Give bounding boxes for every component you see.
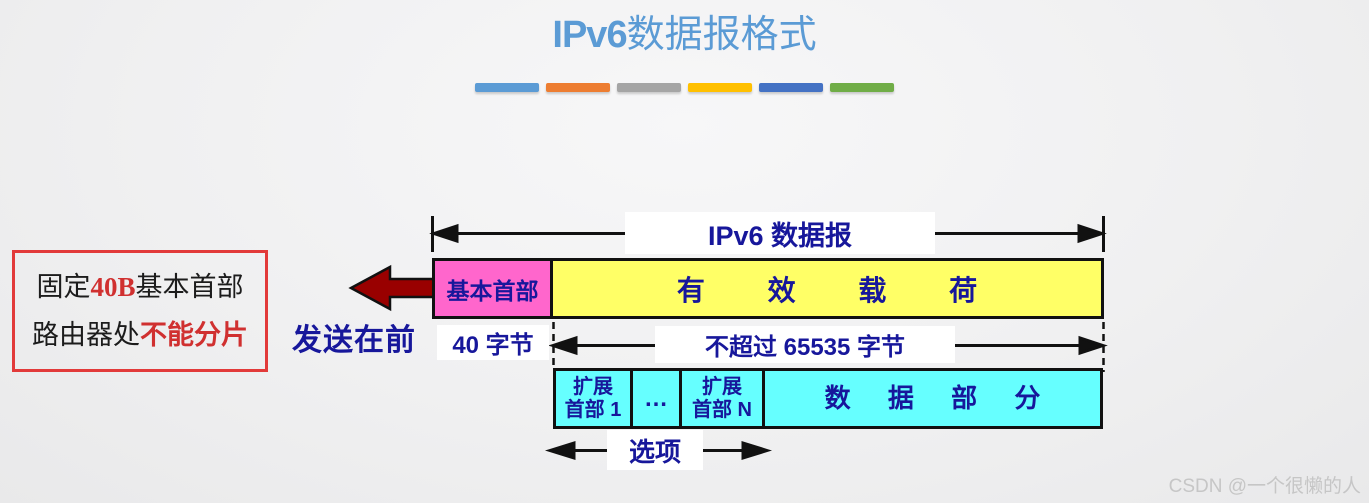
dashed-guides [552,322,1105,372]
basic-header-label: 基本首部 [446,277,539,304]
forty-bytes-label: 40 字节 [437,325,549,360]
payload-box: 有 效 载 荷 [550,258,1104,319]
accent-bars [0,83,1369,92]
note-line-2: 路由器处不能分片 [32,320,248,351]
extension-header-1-box: 扩展 首部 1 [553,368,633,429]
sent-first-label: 发送在前 [292,324,416,357]
ellipsis-box: … [630,368,682,429]
data-part-label: 数 据 部 分 [824,383,1041,413]
page-title: IPv6数据报格式 [0,12,1369,58]
note-line-1: 固定40B基本首部 [36,271,244,302]
accent-bar-blue [475,83,539,92]
basic-header-box: 基本首部 [432,258,553,319]
accent-bar-gray [617,83,681,92]
extension-header-n-label: 扩展 首部 N [692,375,752,421]
note-box: 固定40B基本首部 路由器处不能分片 [12,250,268,372]
accent-bar-orange [546,83,610,92]
extension-header-n-box: 扩展 首部 N [679,368,765,429]
note-highlight-40b: 40B [90,271,136,302]
payload-label: 有 效 载 荷 [676,274,978,306]
watermark: CSDN @一个很懒的人 [1168,476,1361,497]
accent-bar-gold [688,83,752,92]
ipv6-datagram-span-label: IPv6 数据报 [625,212,935,254]
extension-header-1-label: 扩展 首部 1 [564,375,622,421]
options-label: 选项 [607,430,703,470]
max-bytes-label: 不超过 65535 字节 [655,326,955,363]
accent-bar-green [830,83,894,92]
send-direction-arrow-icon [348,264,436,312]
title-ipv6: IPv6 [552,14,627,56]
ellipsis-label: … [644,385,668,412]
note-highlight-no-frag: 不能分片 [140,320,248,351]
accent-bar-darkblue [759,83,823,92]
data-part-box: 数 据 部 分 [762,368,1103,429]
title-chinese: 数据报格式 [626,14,817,56]
